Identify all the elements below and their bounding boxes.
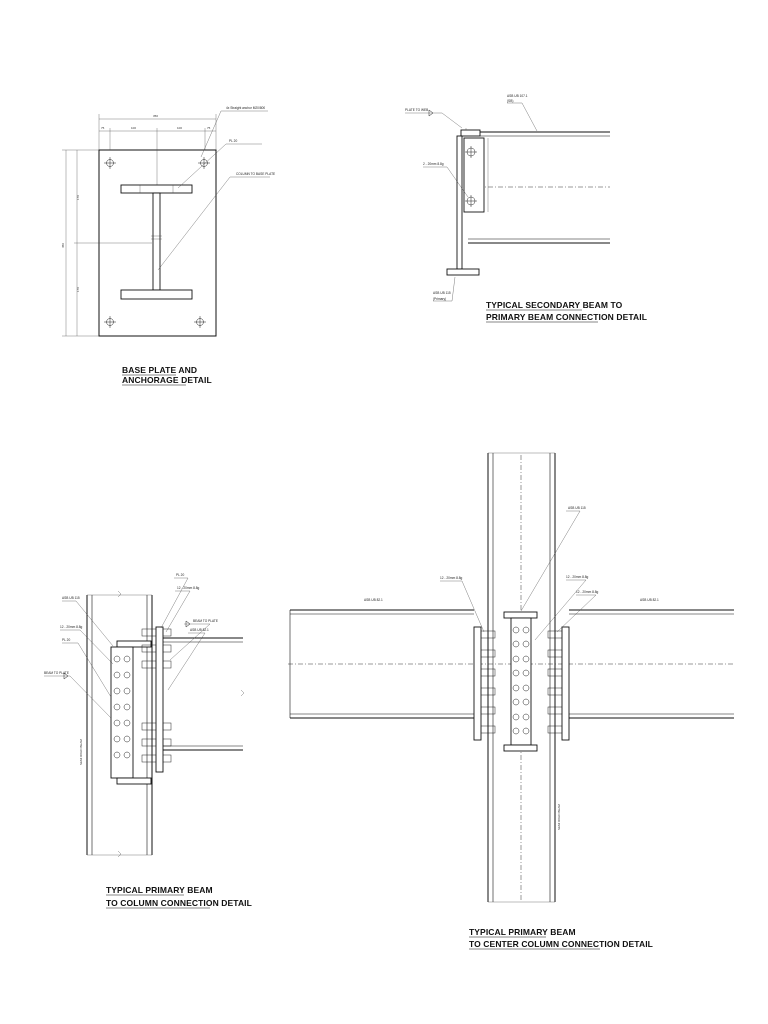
label-cc-bolts-mid: 12 - 20mm 8.8g (566, 575, 589, 579)
bolt-icon (113, 655, 131, 759)
dim-upper: 170 (76, 195, 80, 200)
bolt-icon (512, 626, 530, 735)
dim-overall-width: 350 (153, 114, 158, 118)
title-center-column-line1: TYPICAL PRIMARY BEAM (469, 927, 576, 937)
label-cc-bolts-left: 12 - 20mm 8.8g (440, 576, 463, 580)
label-cc-beam-right: ASB UB 82.1 (640, 598, 659, 602)
base-plate-detail: 350 75 100 100 75 450 170 170 4x St (61, 106, 275, 386)
weld-symbol-icon (185, 620, 191, 628)
bolt-icon (465, 146, 477, 207)
title-primary-column-line1: TYPICAL PRIMARY BEAM (106, 885, 213, 895)
anchor-bolt-icon (104, 157, 210, 328)
label-pc-bolts-right: 12 - 20mm 8.8g (177, 586, 200, 590)
title-base-plate-line2: ANCHORAGE DETAIL (122, 375, 212, 385)
label-sec-weld: PLATE TO WEB (405, 108, 428, 112)
label-plate: PL 20 (229, 139, 237, 143)
label-weld: COLUMN TO BASE PLATE (236, 172, 275, 176)
label-sec-beam-line1: ASB UB 107.1 (507, 94, 528, 98)
label-pc-column: ASB UB 115 (62, 596, 80, 600)
weld-symbol-icon (63, 672, 69, 680)
label-pc-plate-top: PL 20 (176, 573, 184, 577)
label-sec-primary-line2: (Primary) (433, 297, 446, 301)
label-pc-weld-right: BEAM TO PLATE (193, 619, 218, 623)
title-base-plate-line1: BASE PLATE AND (122, 365, 197, 375)
label-pc-beam: ASB UB 82.1 (190, 628, 209, 632)
dim-segment-1: 75 (101, 126, 105, 130)
dim-overall-height: 450 (61, 243, 65, 248)
bolt-group-icon (141, 628, 172, 763)
title-secondary-line2: PRIMARY BEAM CONNECTION DETAIL (486, 312, 647, 322)
label-cc-beam-left: ASB UB 82.1 (364, 598, 383, 602)
title-primary-column-line2: TO COLUMN CONNECTION DETAIL (106, 898, 252, 908)
label-cc-bolts-right: 12 - 20mm 8.8g (576, 590, 599, 594)
bolt-group-icon (480, 630, 563, 734)
label-cc-column: ASB UB 115 (568, 506, 586, 510)
title-secondary-line1: TYPICAL SECONDARY BEAM TO (486, 300, 623, 310)
weld-symbol-icon (428, 109, 434, 117)
label-sec-beam-line2: (SB) (507, 99, 513, 103)
dim-segment-4: 75 (207, 126, 211, 130)
label-pc-plate-left: PL 20 (62, 638, 70, 642)
title-center-column-line2: TO CENTER COLUMN CONNECTION DETAIL (469, 939, 653, 949)
label-pc-column-note: SEMI RIGID BEAM (79, 739, 83, 765)
label-cc-column-note: SEMI RIGID BEAM (557, 804, 561, 830)
dim-segment-2: 100 (131, 126, 136, 130)
dim-lower: 170 (76, 287, 80, 292)
label-pc-weld: BEAM TO PLATE (44, 671, 69, 675)
label-sec-bolts: 2 - 20mm 8.8g (423, 162, 444, 166)
label-sec-primary-line1: ASB UB 115 (433, 291, 451, 295)
label-pc-bolts-left: 12 - 20mm 8.8g (60, 625, 83, 629)
primary-column-detail: ASB UB 115 12 - 20mm 8.8g PL 20 BEAM TO … (44, 573, 252, 909)
dim-segment-3: 100 (177, 126, 182, 130)
secondary-beam-detail: PLATE TO WEB ASB UB 107.1 (SB) 2 - 20mm … (405, 94, 647, 323)
label-anchor: 4x Straight anchor M20/800 (226, 106, 265, 110)
center-column-detail: ASB UB 115 12 - 20mm 8.8g 12 - 20mm 8.8g… (288, 452, 734, 950)
